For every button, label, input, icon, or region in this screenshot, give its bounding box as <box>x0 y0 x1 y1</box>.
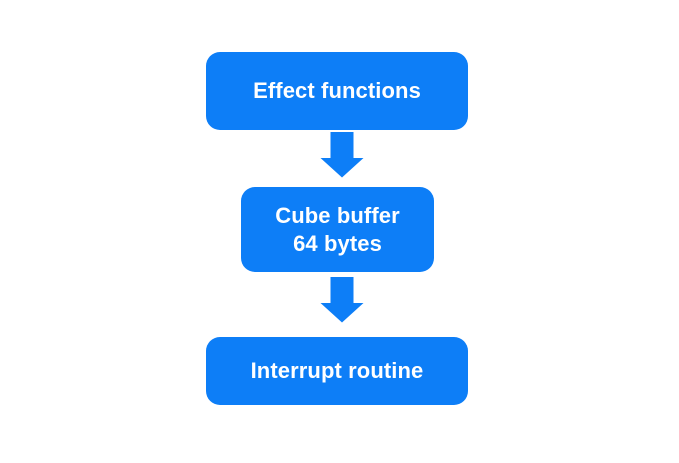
node-effect-functions-label: Effect functions <box>253 78 421 104</box>
node-cube-buffer[interactable]: Cube buffer 64 bytes <box>241 187 434 272</box>
down-arrow-icon <box>320 132 364 178</box>
node-effect-functions[interactable]: Effect functions <box>206 52 468 130</box>
arrow-effect-functions-to-cube-buffer <box>320 132 364 178</box>
down-arrow-icon <box>320 277 364 323</box>
arrow-cube-buffer-to-interrupt-routine <box>320 277 364 323</box>
node-cube-buffer-label: Cube buffer 64 bytes <box>275 203 400 256</box>
node-interrupt-routine-label: Interrupt routine <box>250 358 424 384</box>
node-interrupt-routine[interactable]: Interrupt routine <box>206 337 468 405</box>
